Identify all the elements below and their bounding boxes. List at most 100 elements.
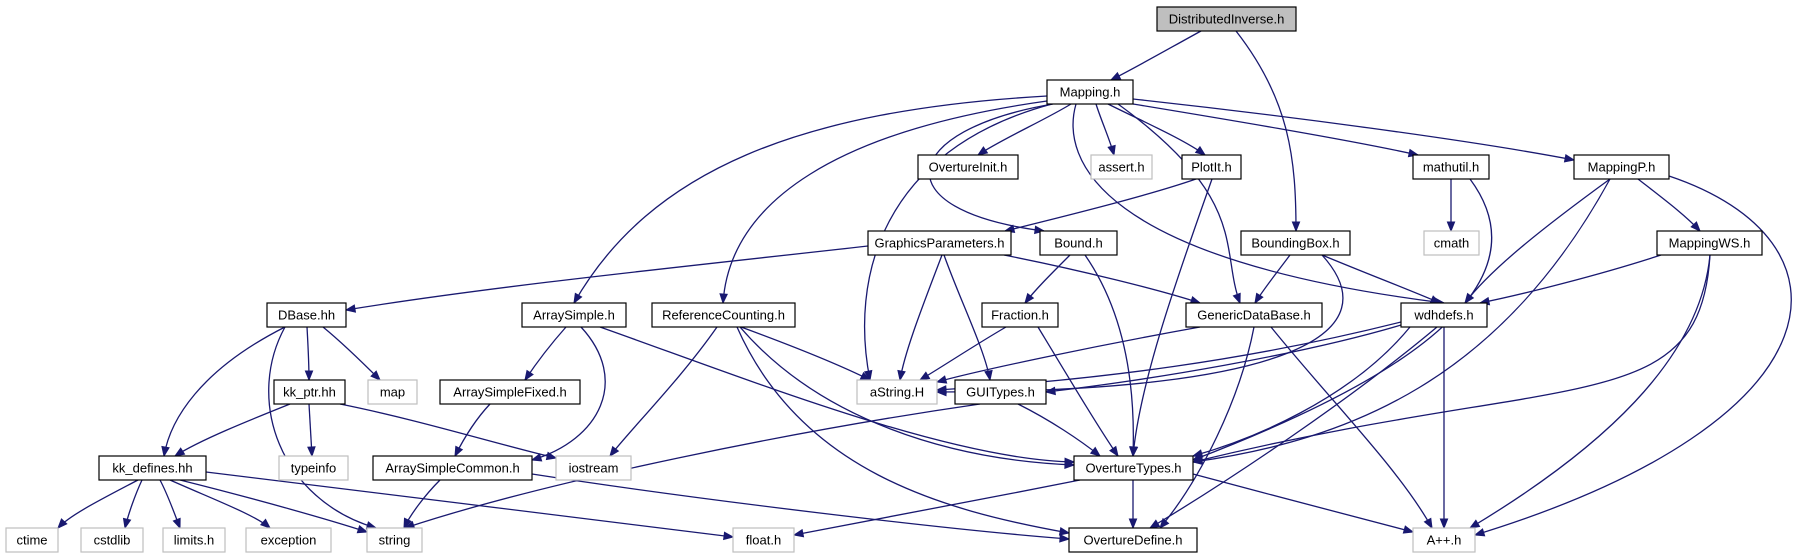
node-box [1073, 455, 1194, 481]
node-box [245, 527, 332, 553]
node-arraysimplecommon-h[interactable]: ArraySimpleCommon.h [372, 455, 533, 481]
edge-mapping-h-to-overtureinit-h [976, 103, 1072, 156]
arrowhead-icon [792, 528, 805, 538]
node-arraysimple-h[interactable]: ArraySimple.h [521, 302, 627, 328]
node-bound-h[interactable]: Bound.h [1039, 230, 1118, 256]
edge-mapping-h-to-arraysimple-h [573, 95, 1048, 305]
arrowhead-icon [976, 146, 989, 156]
node-box [1185, 302, 1323, 328]
node-ctime[interactable]: ctime [5, 527, 59, 553]
arrowhead-icon [935, 385, 947, 394]
node-cmath[interactable]: cmath [1423, 230, 1480, 256]
node-dbase-hh[interactable]: DBase.hh [266, 302, 347, 328]
node-cstdlib[interactable]: cstdlib [80, 527, 144, 553]
node-box [856, 379, 938, 405]
node-label: BoundingBox.h [1251, 236, 1339, 251]
node-box [367, 379, 418, 405]
edge-arraysimplecommon-h-to-string [403, 479, 441, 530]
arrowhead-icon [897, 369, 906, 382]
node-box [1090, 154, 1153, 180]
arrowhead-icon [1690, 221, 1701, 232]
node-label: Bound.h [1054, 236, 1102, 251]
edge-kk-defines-hh-to-ctime [57, 479, 139, 529]
node-aplusplus-h[interactable]: A++.h [1412, 527, 1476, 553]
edge-mapping-h-to-mathutil-h [1132, 103, 1420, 158]
node-arraysimplefixed-h[interactable]: ArraySimpleFixed.h [439, 379, 581, 405]
node-astring-h[interactable]: aString.H [856, 379, 938, 405]
node-label: DistributedInverse.h [1169, 12, 1285, 27]
arrowhead-icon [1044, 386, 1056, 396]
node-assert-h[interactable]: assert.h [1090, 154, 1153, 180]
node-label: kk_ptr.hh [283, 385, 336, 400]
node-box [1181, 154, 1242, 180]
node-label: MappingWS.h [1669, 236, 1751, 251]
node-referencecounting-h[interactable]: ReferenceCounting.h [651, 302, 796, 328]
node-string[interactable]: string [366, 527, 423, 553]
arrowhead-icon [370, 370, 381, 381]
node-label: GraphicsParameters.h [874, 236, 1004, 251]
edge-kk-defines-hh-to-limits-h [159, 479, 181, 530]
edge-guitypes-h-to-overturetypes-h [1017, 403, 1102, 457]
node-label: ArraySimple.h [533, 308, 615, 323]
node-plotit-h[interactable]: PlotIt.h [1181, 154, 1242, 180]
node-boundingbox-h[interactable]: BoundingBox.h [1240, 230, 1351, 256]
node-distributedinverse-h[interactable]: DistributedInverse.h [1156, 6, 1297, 32]
node-box [1573, 154, 1670, 180]
node-genericdatabase-h[interactable]: GenericDataBase.h [1185, 302, 1323, 328]
edge-genericdatabase-h-to-overturedefine-h [1159, 326, 1255, 530]
node-graphicsparameters-h[interactable]: GraphicsParameters.h [867, 230, 1012, 256]
node-typeinfo[interactable]: typeinfo [278, 455, 349, 481]
node-kk-defines-hh[interactable]: kk_defines.hh [98, 455, 207, 481]
node-iostream[interactable]: iostream [555, 455, 632, 481]
edge-mappingp-h-to-wdhdefs-h [1464, 178, 1611, 305]
edge-mapping-h-to-astring-h [863, 103, 1053, 382]
edge-graphicsparameters-h-to-dbase-hh [344, 245, 869, 313]
node-mappingp-h[interactable]: MappingP.h [1573, 154, 1670, 180]
node-box [1412, 154, 1490, 180]
node-float-h[interactable]: float.h [732, 527, 795, 553]
node-kk-ptr-hh[interactable]: kk_ptr.hh [273, 379, 346, 405]
arrowhead-icon [1446, 221, 1456, 233]
node-box [1423, 230, 1480, 256]
node-label: float.h [746, 533, 781, 548]
node-box [1400, 302, 1488, 328]
node-guitypes-h[interactable]: GUITypes.h [954, 379, 1047, 405]
node-exception[interactable]: exception [245, 527, 332, 553]
node-fraction-h[interactable]: Fraction.h [981, 302, 1059, 328]
node-box [1412, 527, 1476, 553]
edge-mathutil-h-to-cmath [1446, 179, 1456, 233]
node-wdhdefs-h[interactable]: wdhdefs.h [1400, 302, 1488, 328]
edge-kk-ptr-hh-to-kk-defines-hh [173, 403, 291, 457]
node-label: limits.h [174, 533, 214, 548]
edge-mappingws-h-to-wdhdefs-h [1478, 254, 1662, 306]
edge-boundingbox-h-to-wdhdefs-h [1321, 254, 1442, 304]
edge-kk-ptr-hh-to-typeinfo [307, 403, 316, 458]
edge-overturetypes-h-to-float-h [792, 479, 1081, 538]
node-label: assert.h [1098, 160, 1144, 175]
edge-wdhdefs-h-to-overturedefine-h [1148, 326, 1438, 529]
edge-mapping-h-to-genericdatabase-h [1117, 103, 1241, 305]
arrowhead-icon [1473, 528, 1486, 537]
node-mapping-h[interactable]: Mapping.h [1046, 79, 1134, 105]
node-box [867, 230, 1012, 256]
node-limits-h[interactable]: limits.h [162, 527, 226, 553]
node-box [521, 302, 627, 328]
node-mappingws-h[interactable]: MappingWS.h [1656, 230, 1763, 256]
node-overtureinit-h[interactable]: OvertureInit.h [917, 154, 1019, 180]
node-overturedefine-h[interactable]: OvertureDefine.h [1068, 527, 1198, 553]
edge-kk-defines-hh-to-cstdlib [122, 479, 143, 530]
edge-dbase-hh-to-kk-ptr-hh [304, 326, 314, 382]
arrowhead-icon [984, 369, 993, 382]
node-overturetypes-h[interactable]: OvertureTypes.h [1073, 455, 1194, 481]
edge-mapping-h-to-mappingp-h [1132, 98, 1576, 163]
arrowhead-icon [1563, 153, 1576, 163]
node-mathutil-h[interactable]: mathutil.h [1412, 154, 1490, 180]
arrowhead-icon [1423, 517, 1433, 530]
arrowhead-icon [304, 370, 314, 382]
node-label: OvertureInit.h [929, 160, 1008, 175]
edge-arraysimple-h-to-arraysimplecommon-h [530, 326, 606, 462]
edge-kk-defines-hh-to-string [179, 479, 369, 534]
arrowhead-icon [1058, 527, 1071, 536]
node-label: A++.h [1427, 533, 1462, 548]
node-map[interactable]: map [367, 379, 418, 405]
